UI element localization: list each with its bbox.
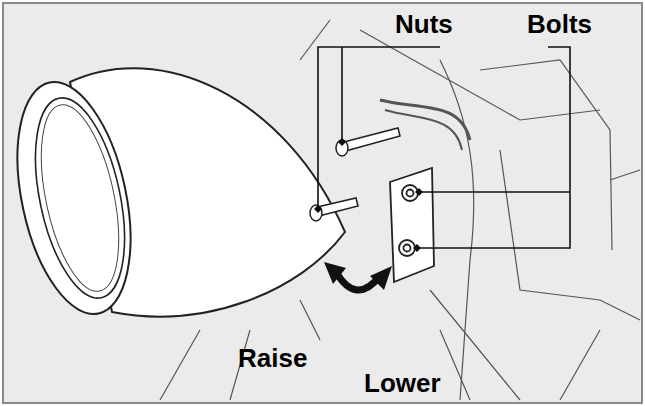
- part-label: Bolts: [527, 9, 592, 39]
- part-label: Nuts: [395, 9, 453, 39]
- nut-studs: [310, 128, 400, 221]
- leader-dots: [314, 138, 423, 252]
- frame: [3, 3, 642, 403]
- leader-lines: [318, 47, 570, 248]
- lens-inner: [27, 98, 133, 298]
- headlight-rim: [0, 72, 149, 324]
- mounting-bracket: [390, 168, 434, 282]
- bolts: [399, 185, 418, 256]
- direction-label: Raise: [238, 343, 307, 373]
- direction-label: Lower: [364, 368, 441, 398]
- adjust-arrow: [324, 262, 392, 290]
- headlight-lens: [20, 90, 141, 306]
